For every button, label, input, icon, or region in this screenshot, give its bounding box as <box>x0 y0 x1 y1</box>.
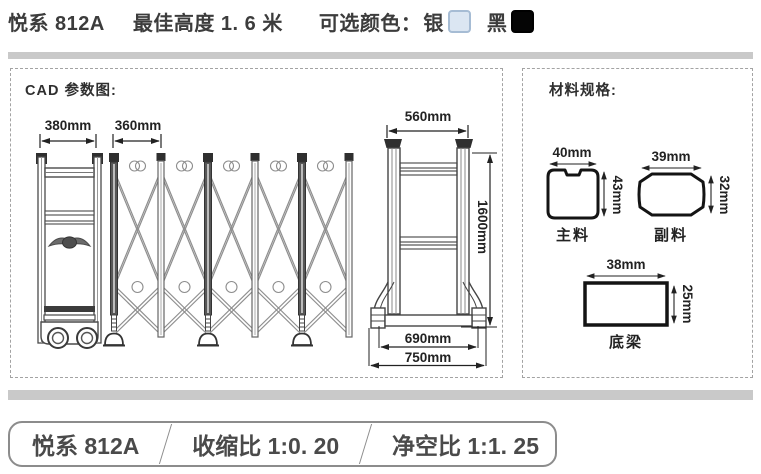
beam-height-label: 25mm <box>680 284 695 323</box>
cad-panel-title: CAD 参数图: <box>25 83 117 99</box>
main-profile-name: 主料 <box>556 226 590 244</box>
secondary-profile-name: 副料 <box>654 226 688 244</box>
divider-bar-bottom <box>8 390 753 400</box>
gate-head-drawing <box>36 153 103 349</box>
header: 悦系 812A 最佳高度 1. 6 米 可选颜色： 银 黑 <box>8 8 540 35</box>
dim-750-label: 750mm <box>405 350 452 365</box>
profile-main: 40mm 43mm 主料 <box>546 145 625 244</box>
divider-bar-top <box>8 52 753 59</box>
gate-front-drawing: 560mm <box>368 109 497 369</box>
dim-head-width: 380mm <box>39 118 97 148</box>
lattice-post <box>155 152 167 338</box>
secondary-width-label: 39mm <box>651 149 690 164</box>
summary-clearance-ratio: 净空比 1:1. 25 <box>392 433 539 459</box>
cad-drawing: 380mm 360mm <box>36 109 497 369</box>
silver-color-swatch <box>447 9 471 33</box>
color-option-silver-label: 银 <box>423 12 444 35</box>
color-options-label: 可选颜色： <box>318 12 422 35</box>
dim-panel-pitch: 360mm <box>112 118 162 148</box>
lattice-post <box>343 152 355 338</box>
best-height-label: 最佳高度 1. 6 米 <box>132 12 283 35</box>
lattice-cell <box>160 160 209 336</box>
summary-model: 悦系 812A <box>32 433 140 459</box>
lattice-cell <box>207 160 256 336</box>
summary-shrink-ratio: 收缩比 1:0. 20 <box>192 433 340 459</box>
slash-divider <box>159 424 173 464</box>
lattice-post-wheeled <box>102 152 126 347</box>
lattice-post-wheeled <box>196 152 220 347</box>
material-profiles-drawing: 40mm 43mm 主料 39mm 32mm 副料 38mm <box>546 145 732 351</box>
dim-1600-label: 1600mm <box>475 200 490 254</box>
dim-560-label: 560mm <box>405 109 452 124</box>
secondary-height-label: 32mm <box>717 175 732 214</box>
material-panel-title: 材料规格: <box>549 83 617 99</box>
beam-width-label: 38mm <box>606 257 645 272</box>
profile-secondary: 39mm 32mm 副料 <box>637 149 732 244</box>
profile-bottom-beam: 38mm 25mm 底梁 <box>583 257 695 351</box>
beam-profile-name: 底梁 <box>609 333 643 351</box>
lattice-post-wheeled <box>290 152 314 347</box>
slash-divider <box>359 424 373 464</box>
lattice-post <box>249 152 261 338</box>
lattice-cell <box>254 160 303 336</box>
material-specs-panel: 材料规格: 40mm 43mm 主料 39mm 32mm 副料 <box>522 68 753 378</box>
color-option-black-label: 黑 <box>486 12 508 35</box>
cad-parameters-panel: CAD 参数图: <box>10 68 503 378</box>
lattice-drawing <box>102 152 355 347</box>
product-model: 悦系 812A <box>8 12 105 35</box>
lattice-cell <box>301 160 350 336</box>
dim-690-label: 690mm <box>405 331 452 346</box>
dim-380-label: 380mm <box>45 118 92 133</box>
summary-bar: 悦系 812A 收缩比 1:0. 20 净空比 1:1. 25 <box>8 421 557 467</box>
lattice-cell <box>113 160 162 336</box>
main-width-label: 40mm <box>552 145 591 160</box>
black-color-swatch <box>511 9 535 33</box>
dim-360-label: 360mm <box>115 118 162 133</box>
main-height-label: 43mm <box>610 175 625 214</box>
brand-emblem-icon <box>47 236 92 249</box>
